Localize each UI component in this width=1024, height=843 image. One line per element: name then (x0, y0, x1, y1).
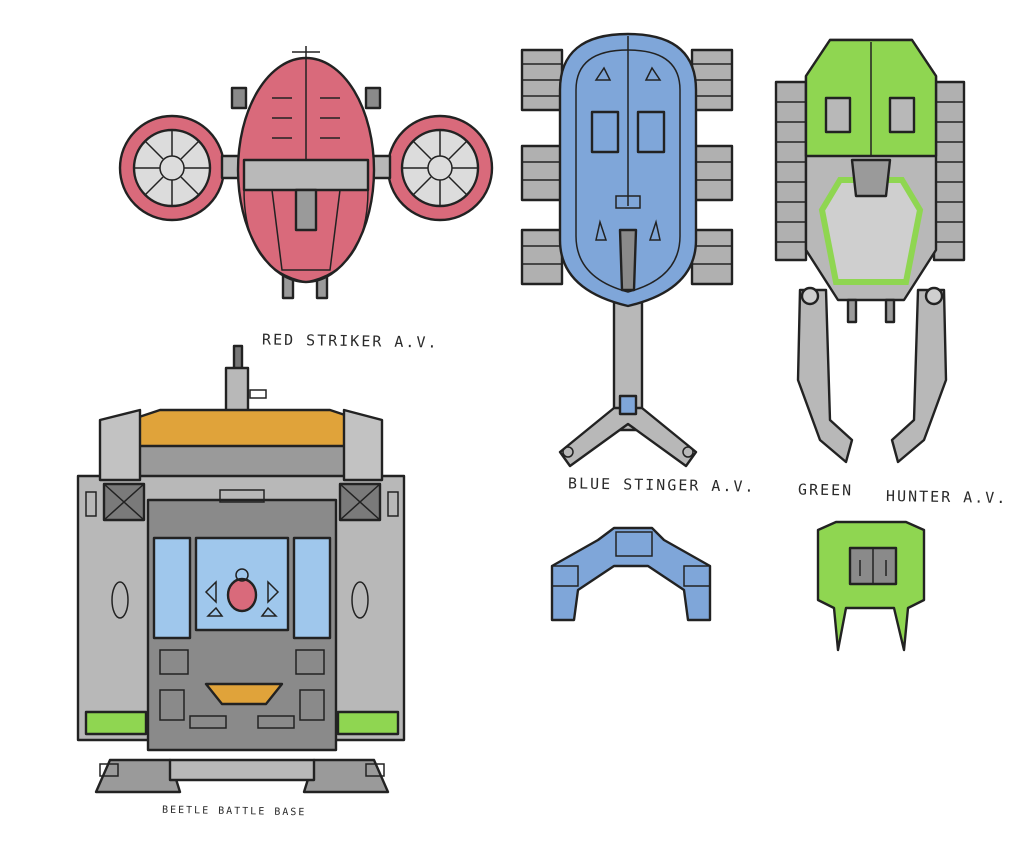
blue-stinger-label: BLUE STINGER A.V. (567, 474, 756, 496)
blue-stinger-part (550, 526, 712, 622)
beetle-emblem (204, 568, 280, 617)
red-striker-left-fan (118, 114, 226, 222)
green-hunter-label-part1: GREEN (797, 480, 854, 500)
green-hunter-part (816, 520, 926, 652)
red-striker-label: RED STRIKER A.V. (261, 330, 439, 352)
red-striker-vehicle (118, 46, 494, 300)
green-hunter-vehicle (774, 38, 966, 464)
blue-stinger-vehicle (520, 32, 734, 468)
red-striker-right-fan (386, 114, 494, 222)
green-hunter-label-part2: HUNTER A.V. (885, 486, 1008, 508)
beetle-battle-base (76, 344, 406, 794)
